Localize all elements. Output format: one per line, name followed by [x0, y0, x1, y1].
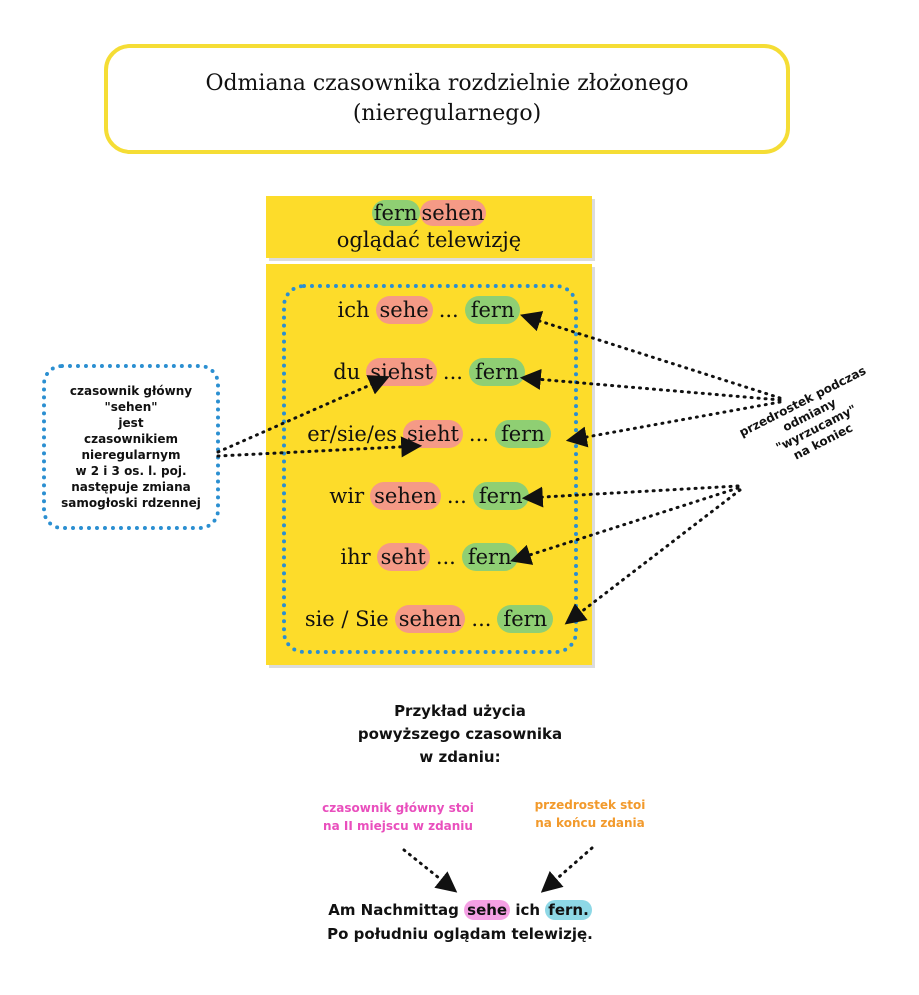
heading-line: powyższego czasownika — [357, 725, 563, 743]
note-line: na II miejscu w zdaniu — [323, 819, 473, 833]
arrow-to-fern-du — [519, 368, 782, 402]
note-line: na końcu zdania — [535, 816, 645, 830]
ellipsis: ... — [438, 298, 459, 322]
pronoun: er/sie/es — [307, 422, 398, 446]
sentence-part: Am Nachmittag — [328, 901, 459, 919]
separable-prefix: fern — [494, 420, 551, 448]
title-line-2: (nieregularnego) — [352, 101, 542, 126]
arrow-to-siehst — [216, 375, 390, 454]
arrow-to-fern-sie — [564, 488, 742, 625]
note-line: jest — [118, 416, 144, 430]
note-line: następuje zmiana — [71, 480, 191, 494]
pronoun: du — [333, 360, 361, 384]
conjugation-row-du: du siehst ... fern — [266, 358, 592, 386]
separable-prefix: fern — [468, 358, 525, 386]
verb-translation: oglądać telewizję — [336, 228, 522, 252]
verb-stem-highlight: sehen — [419, 200, 487, 226]
pronoun: ihr — [340, 545, 371, 569]
verb-form: sehe — [375, 296, 433, 324]
verb-form: sehen — [394, 605, 466, 633]
conjugation-row-ihr: ihr seht ... fern — [266, 543, 592, 571]
heading-line: Przykład użycia — [394, 702, 526, 720]
note-line: przedrostek stoi — [534, 798, 646, 812]
ellipsis: ... — [471, 607, 492, 631]
sentence-part: ich — [515, 901, 541, 919]
sentence-verb: sehe — [464, 900, 511, 920]
ellipsis: ... — [468, 422, 489, 446]
verb-form: siehst — [366, 358, 437, 386]
prefix-position-note: przedrostek stoi na końcu zdania — [510, 796, 670, 832]
note-line: w 2 i 3 os. l. poj. — [75, 464, 187, 478]
note-line: "sehen" — [104, 400, 158, 414]
separable-prefix: fern — [461, 543, 518, 571]
ellipsis: ... — [446, 484, 467, 508]
sentence-german: Am Nachmittag sehe ich fern. — [240, 898, 680, 922]
irregular-verb-note: czasownik główny "sehen" jest czasowniki… — [42, 364, 220, 530]
arrow-to-fern-ich — [520, 311, 782, 400]
conjugation-dotted-frame — [282, 284, 578, 654]
sentence-translation: Po południu oglądam telewizję. — [327, 925, 593, 943]
separable-prefix: fern — [497, 605, 554, 633]
note-line: czasownik główny — [69, 384, 193, 398]
ellipsis: ... — [435, 545, 456, 569]
example-sentence: Am Nachmittag sehe ich fern. Po południu… — [240, 898, 680, 946]
conjugation-row-wir: wir sehen ... fern — [266, 482, 592, 510]
main-verb-position-note: czasownik główny stoi na II miejscu w zd… — [298, 799, 498, 835]
separable-prefix: fern — [464, 296, 521, 324]
pronoun: wir — [329, 484, 365, 508]
example-heading: Przykład użycia powyższego czasownika w … — [300, 700, 620, 769]
arrow-to-sentence-verb — [402, 848, 458, 893]
arrow-to-sieht — [216, 436, 423, 458]
note-line: czasownik główny stoi — [322, 801, 474, 815]
sentence-prefix: fern. — [545, 900, 592, 920]
arrow-to-fern-ihr — [510, 486, 740, 565]
heading-line: w zdaniu: — [419, 748, 501, 766]
pronoun: ich — [337, 298, 370, 322]
conjugation-row-sie-Sie: sie / Sie sehen ... fern — [266, 605, 592, 633]
conjugation-row-ich: ich sehe ... fern — [266, 296, 592, 324]
arrow-to-fern-wir — [521, 484, 740, 508]
note-line: samogłoski rdzennej — [61, 496, 201, 510]
arrow-to-fern-er — [565, 400, 782, 448]
arrow-to-sentence-prefix — [540, 846, 594, 893]
pronoun: sie / Sie — [304, 607, 389, 631]
ellipsis: ... — [442, 360, 463, 384]
note-line: nieregularnym — [81, 448, 181, 462]
verb-form: sehen — [370, 482, 441, 510]
title-line-1: Odmiana czasownika rozdzielnie złożonego — [205, 71, 689, 96]
title-box: Odmiana czasownika rozdzielnie złożonego… — [104, 44, 790, 154]
verb-prefix-highlight: fern — [371, 200, 420, 226]
separable-prefix: fern — [472, 482, 529, 510]
verb-form: seht — [376, 543, 430, 571]
note-line: czasownikiem — [83, 432, 179, 446]
conjugation-row-er-sie-es: er/sie/es sieht ... fern — [266, 420, 592, 448]
